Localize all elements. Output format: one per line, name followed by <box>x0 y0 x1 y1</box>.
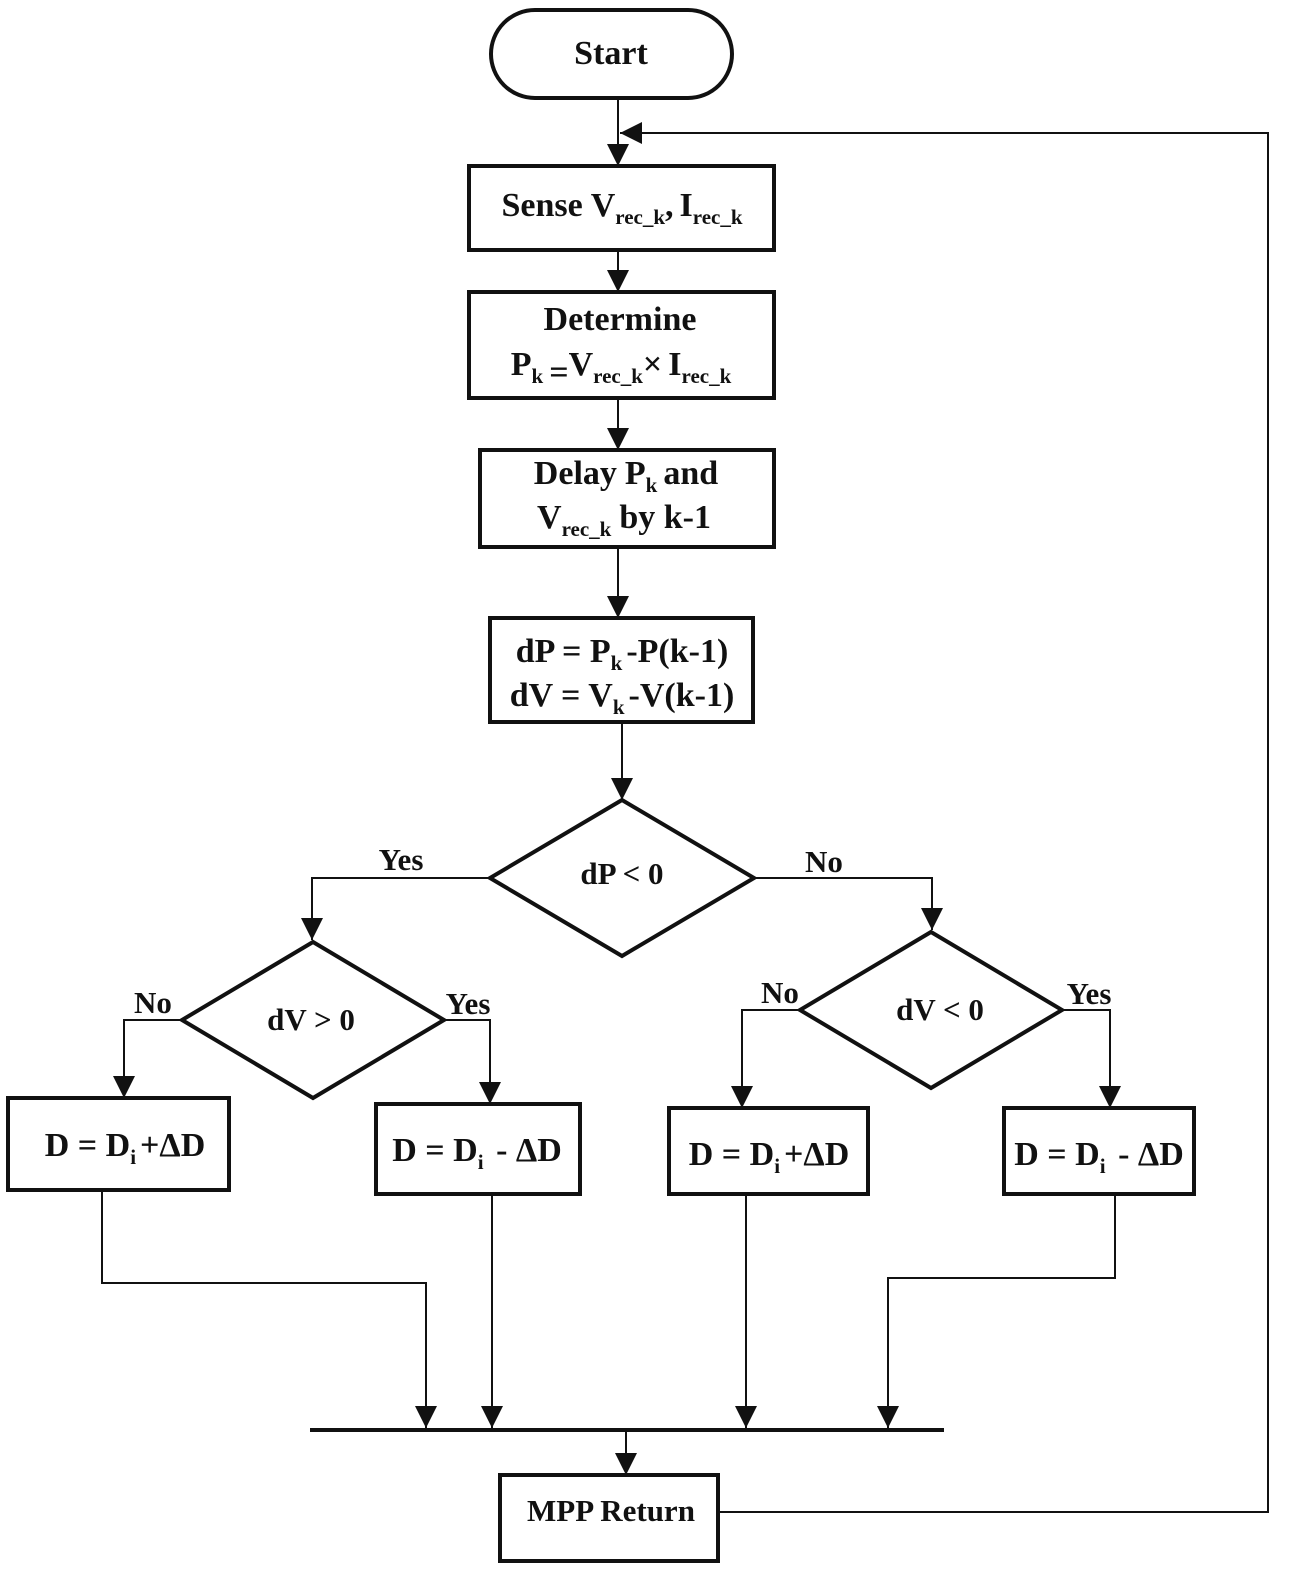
svg-text:D = Di+ΔD: D = Di+ΔD <box>689 1136 850 1178</box>
outcome-increase-left: D = Di+ΔD <box>6 1096 231 1192</box>
arrow-dp-yes <box>301 877 490 940</box>
determine-formula: Pk=Vrec_k×Irec_k <box>511 346 732 391</box>
mpp-return-block: MPP Return <box>498 1473 720 1563</box>
branch-labels: Yes No No Yes No Yes <box>134 842 1111 1021</box>
loop-back-line <box>620 122 1269 1513</box>
label-right-yes: Yes <box>1067 976 1112 1011</box>
start-terminal: Start <box>489 8 734 100</box>
decision-dv-right: dV < 0 <box>796 929 1066 1091</box>
decision-dv-left-text: dV > 0 <box>267 1002 355 1037</box>
connectors <box>101 98 1269 1513</box>
label-left-yes: Yes <box>446 986 491 1021</box>
decision-dp: dP < 0 <box>486 797 758 959</box>
label-right-no: No <box>761 975 799 1010</box>
decision-dv-left: dV > 0 <box>178 939 448 1101</box>
dv-formula: dV = Vk-V(k-1) <box>510 677 735 719</box>
svg-text:D = Di - ΔD: D = Di - ΔD <box>1014 1136 1184 1178</box>
determine-title: Determine <box>544 301 697 338</box>
svg-text:D = Di - ΔD: D = Di - ΔD <box>392 1132 562 1174</box>
arrow-dp-no <box>754 877 943 930</box>
label-dp-yes: Yes <box>379 842 424 877</box>
outcome-increase-right: D = Di+ΔD <box>667 1106 870 1196</box>
arrow-out1-to-bus <box>101 1190 437 1428</box>
outcome-decrease-right: D = Di - ΔD <box>1002 1106 1196 1196</box>
label-left-no: No <box>134 985 172 1020</box>
decision-dp-text: dP < 0 <box>580 856 663 891</box>
mpp-return-text: MPP Return <box>527 1493 695 1528</box>
difference-block: dP = Pk-P(k-1) dV = Vk-V(k-1) <box>488 616 755 724</box>
arrow-left-no <box>113 1019 182 1098</box>
arrow-right-yes <box>1062 1009 1121 1108</box>
label-dp-no: No <box>805 844 843 879</box>
outcome-decrease-left: D = Di - ΔD <box>374 1102 582 1196</box>
svg-text:D = Di+ΔD: D = Di+ΔD <box>45 1127 206 1169</box>
determine-block: Determine Pk=Vrec_k×Irec_k <box>467 290 776 400</box>
start-label: Start <box>574 35 648 72</box>
arrow-left-yes <box>444 1019 501 1104</box>
decision-dv-right-text: dV < 0 <box>896 992 984 1027</box>
arrow-out4-to-bus <box>877 1194 1116 1428</box>
arrow-right-no <box>731 1009 800 1108</box>
dp-formula: dP = Pk-P(k-1) <box>516 633 729 675</box>
